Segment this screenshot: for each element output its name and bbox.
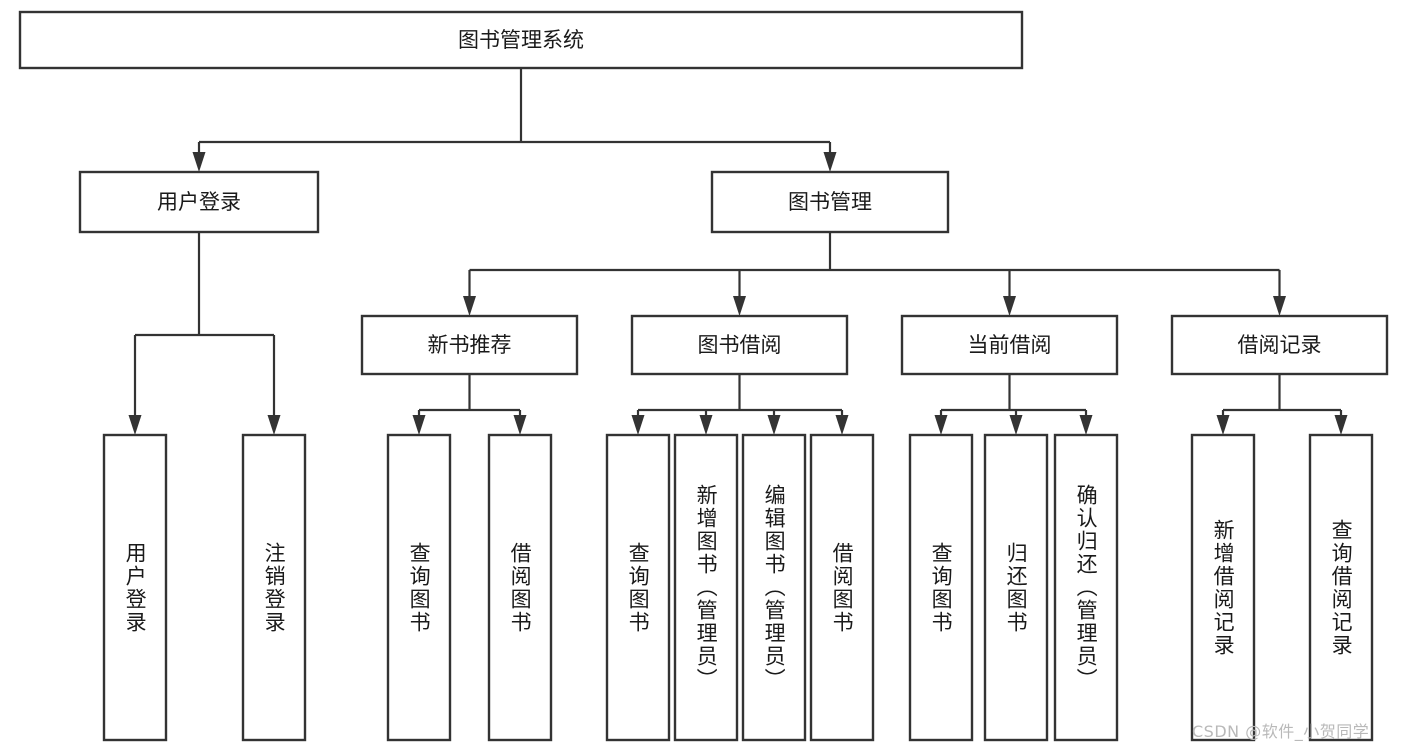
leaf-node-leaf-query-record[interactable] — [1308, 433, 1374, 742]
leaf-node-leaf-edit-book[interactable] — [741, 433, 807, 742]
leaf-rect — [908, 433, 974, 742]
root-arrow-0 — [192, 152, 206, 172]
node-rect — [630, 314, 849, 376]
leaf-node-leaf-query-book-3[interactable] — [908, 433, 974, 742]
node-rect — [710, 170, 950, 234]
node-rect — [1170, 314, 1389, 376]
borrow-record-arrow-1 — [1334, 415, 1348, 435]
book-manage-arrow-2 — [1003, 296, 1016, 316]
book-manage-arrow-1 — [733, 296, 746, 316]
book-borrow-arrow-3 — [835, 415, 849, 435]
leaf-node-leaf-query-book-2[interactable] — [605, 433, 671, 742]
node-rect — [900, 314, 1119, 376]
current-borrow-arrow-2 — [1079, 415, 1093, 435]
leaf-node-leaf-logout[interactable] — [241, 433, 307, 742]
node-system-title[interactable]: 图书管理系统 — [18, 10, 1024, 70]
book-borrow-arrow-1 — [699, 415, 713, 435]
leaf-rect — [487, 433, 553, 742]
leaf-node-leaf-add-record[interactable] — [1190, 433, 1256, 742]
node-borrow-record[interactable]: 借阅记录 — [1170, 314, 1389, 376]
node-label: 当前借阅 — [968, 333, 1052, 357]
leaf-node-leaf-borrow-book-1[interactable] — [487, 433, 553, 742]
node-rect — [360, 314, 579, 376]
user-login-arrow-1 — [267, 415, 281, 435]
node-label: 图书管理系统 — [458, 28, 584, 52]
leaf-node-leaf-borrow-book-2[interactable] — [809, 433, 875, 742]
leaf-rect — [1308, 433, 1374, 742]
node-current-borrow[interactable]: 当前借阅 — [900, 314, 1119, 376]
current-borrow-arrow-1 — [1009, 415, 1023, 435]
leaf-node-leaf-user-login[interactable] — [102, 433, 168, 742]
book-manage-arrow-3 — [1273, 296, 1286, 316]
new-book-recommend-arrow-0 — [412, 415, 426, 435]
leaf-rect — [1190, 433, 1256, 742]
leaf-node-leaf-return-book[interactable] — [983, 433, 1049, 742]
connectors-layer — [128, 68, 1348, 435]
node-book-manage[interactable]: 图书管理 — [710, 170, 950, 234]
leaf-rect — [386, 433, 452, 742]
leaf-rect — [741, 433, 807, 742]
node-user-login[interactable]: 用户登录 — [78, 170, 320, 234]
node-label: 用户登录 — [157, 190, 241, 214]
leaf-rect — [605, 433, 671, 742]
leaf-rect — [809, 433, 875, 742]
csdn-watermark: CSDN @软件_小贺同学 — [1192, 722, 1370, 741]
leaf-rect — [1053, 433, 1119, 742]
node-book-borrow[interactable]: 图书借阅 — [630, 314, 849, 376]
node-label: 借阅记录 — [1238, 333, 1322, 357]
book-borrow-arrow-0 — [631, 415, 645, 435]
leaf-rect — [983, 433, 1049, 742]
node-label: 图书借阅 — [698, 333, 782, 357]
leaf-rect — [102, 433, 168, 742]
leaf-node-leaf-confirm-return[interactable] — [1053, 433, 1119, 742]
book-manage-arrow-0 — [463, 296, 476, 316]
leaf-rect — [673, 433, 739, 742]
node-label: 新书推荐 — [428, 333, 512, 357]
user-login-arrow-0 — [128, 415, 142, 435]
node-label: 图书管理 — [788, 190, 872, 214]
leaf-node-leaf-query-book-1[interactable] — [386, 433, 452, 742]
new-book-recommend-arrow-1 — [513, 415, 527, 435]
leaf-node-leaf-add-book[interactable] — [673, 433, 739, 742]
root-arrow-1 — [823, 152, 837, 172]
node-rect — [78, 170, 320, 234]
book-borrow-arrow-2 — [767, 415, 781, 435]
node-rect — [18, 10, 1024, 70]
borrow-record-arrow-0 — [1216, 415, 1230, 435]
node-new-book-recommend[interactable]: 新书推荐 — [360, 314, 579, 376]
leaf-rect — [241, 433, 307, 742]
current-borrow-arrow-0 — [934, 415, 948, 435]
